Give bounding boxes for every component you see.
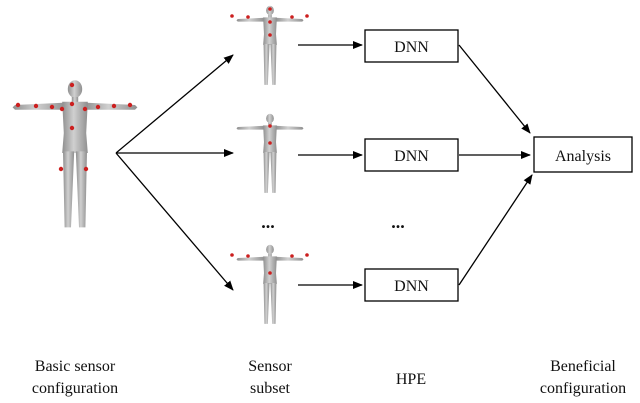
sensor-dot bbox=[83, 166, 89, 172]
caption-beneficial-line1: Beneficial bbox=[550, 358, 616, 375]
caption-hpe: HPE bbox=[396, 371, 426, 388]
analysis-box: Analysis bbox=[533, 136, 633, 173]
sensor-dot bbox=[305, 253, 309, 257]
sensor-subset-figure-top bbox=[230, 5, 309, 85]
sensor-dot bbox=[59, 106, 65, 112]
caption-subset-line2: subset bbox=[250, 380, 291, 397]
figures-ellipsis: ... bbox=[261, 212, 275, 232]
sensor-dot bbox=[268, 7, 272, 11]
sensor-dot bbox=[290, 15, 294, 19]
analysis-label: Analysis bbox=[555, 148, 611, 165]
sensor-dot bbox=[305, 14, 309, 18]
caption-beneficial-line2: configuration bbox=[540, 380, 626, 397]
dnn-label: DNN bbox=[394, 39, 429, 56]
dnn-box-bottom: DNN bbox=[364, 268, 459, 302]
dnn-label: DNN bbox=[394, 278, 429, 295]
dnn-ellipsis: ... bbox=[391, 212, 405, 232]
sensor-subset-figure-middle bbox=[236, 113, 304, 193]
sensor-dot bbox=[230, 14, 234, 18]
sensor-dot bbox=[69, 101, 75, 107]
sensor-dot bbox=[69, 125, 75, 131]
sensor-dot bbox=[268, 271, 272, 275]
sensor-dot bbox=[246, 254, 250, 258]
dnn-box-middle: DNN bbox=[364, 138, 459, 172]
sensor-dot bbox=[111, 103, 117, 109]
sensor-dot bbox=[268, 20, 272, 24]
sensor-subset-figure-bottom bbox=[230, 244, 309, 324]
sensor-dot bbox=[290, 254, 294, 258]
caption-basic-line1: Basic sensor bbox=[35, 358, 116, 375]
arrow-to-subset-bottom bbox=[115, 152, 234, 291]
fanout-arrows bbox=[115, 41, 533, 291]
sensor-dot bbox=[33, 103, 39, 109]
sensor-dot bbox=[230, 253, 234, 257]
basic-configuration-figure bbox=[12, 80, 138, 228]
sensor-dot bbox=[246, 15, 250, 19]
sensor-dot bbox=[82, 106, 88, 112]
sensor-dot bbox=[268, 141, 272, 145]
arrow-dnn-top-to-analysis bbox=[458, 44, 531, 134]
dnn-label: DNN bbox=[394, 148, 429, 165]
arrow-dnn-bottom-to-analysis bbox=[458, 174, 533, 286]
dnn-box-top: DNN bbox=[364, 29, 459, 63]
sensor-dot bbox=[49, 104, 55, 110]
sensor-dot bbox=[268, 124, 272, 128]
sensor-dot bbox=[69, 82, 75, 88]
caption-subset-line1: Sensor bbox=[248, 358, 292, 375]
sensor-dot bbox=[268, 33, 272, 37]
sensor-dot bbox=[58, 166, 64, 172]
caption-basic-line2: configuration bbox=[32, 380, 118, 397]
sensor-dot bbox=[127, 102, 133, 108]
arrow-to-subset-top bbox=[115, 54, 234, 154]
sensor-dots-basic bbox=[15, 82, 133, 172]
sensor-dot bbox=[15, 102, 21, 108]
sensor-dot bbox=[95, 104, 101, 110]
